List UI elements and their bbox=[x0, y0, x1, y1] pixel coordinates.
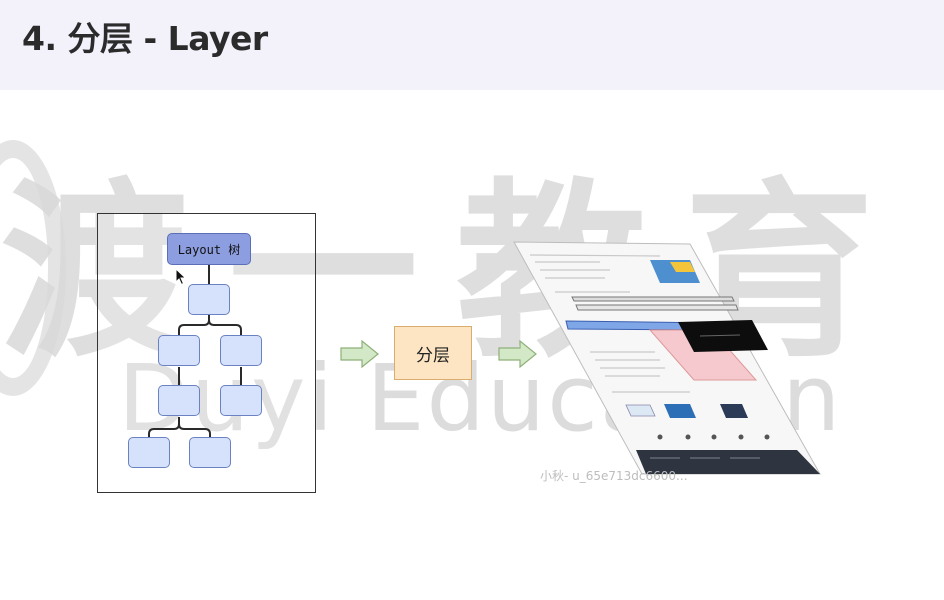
tree-node bbox=[189, 437, 231, 468]
user-watermark-text: 小秋- u_65e713dc6600... bbox=[540, 469, 688, 483]
tree-node bbox=[188, 284, 230, 315]
tree-node bbox=[158, 385, 200, 416]
layout-tree-root-node: Layout 树 bbox=[167, 233, 251, 265]
slide-header: 4. 分层 - Layer bbox=[0, 0, 944, 90]
tree-node bbox=[220, 335, 262, 366]
slide-title: 4. 分层 - Layer bbox=[22, 19, 268, 58]
arrow-right-icon bbox=[498, 340, 537, 368]
arrow-right-icon bbox=[340, 340, 379, 368]
tree-node bbox=[158, 335, 200, 366]
tree-node bbox=[128, 437, 170, 468]
mouse-cursor-icon bbox=[175, 268, 187, 286]
tree-node bbox=[220, 385, 262, 416]
layer-process-box: 分层 bbox=[394, 326, 472, 380]
